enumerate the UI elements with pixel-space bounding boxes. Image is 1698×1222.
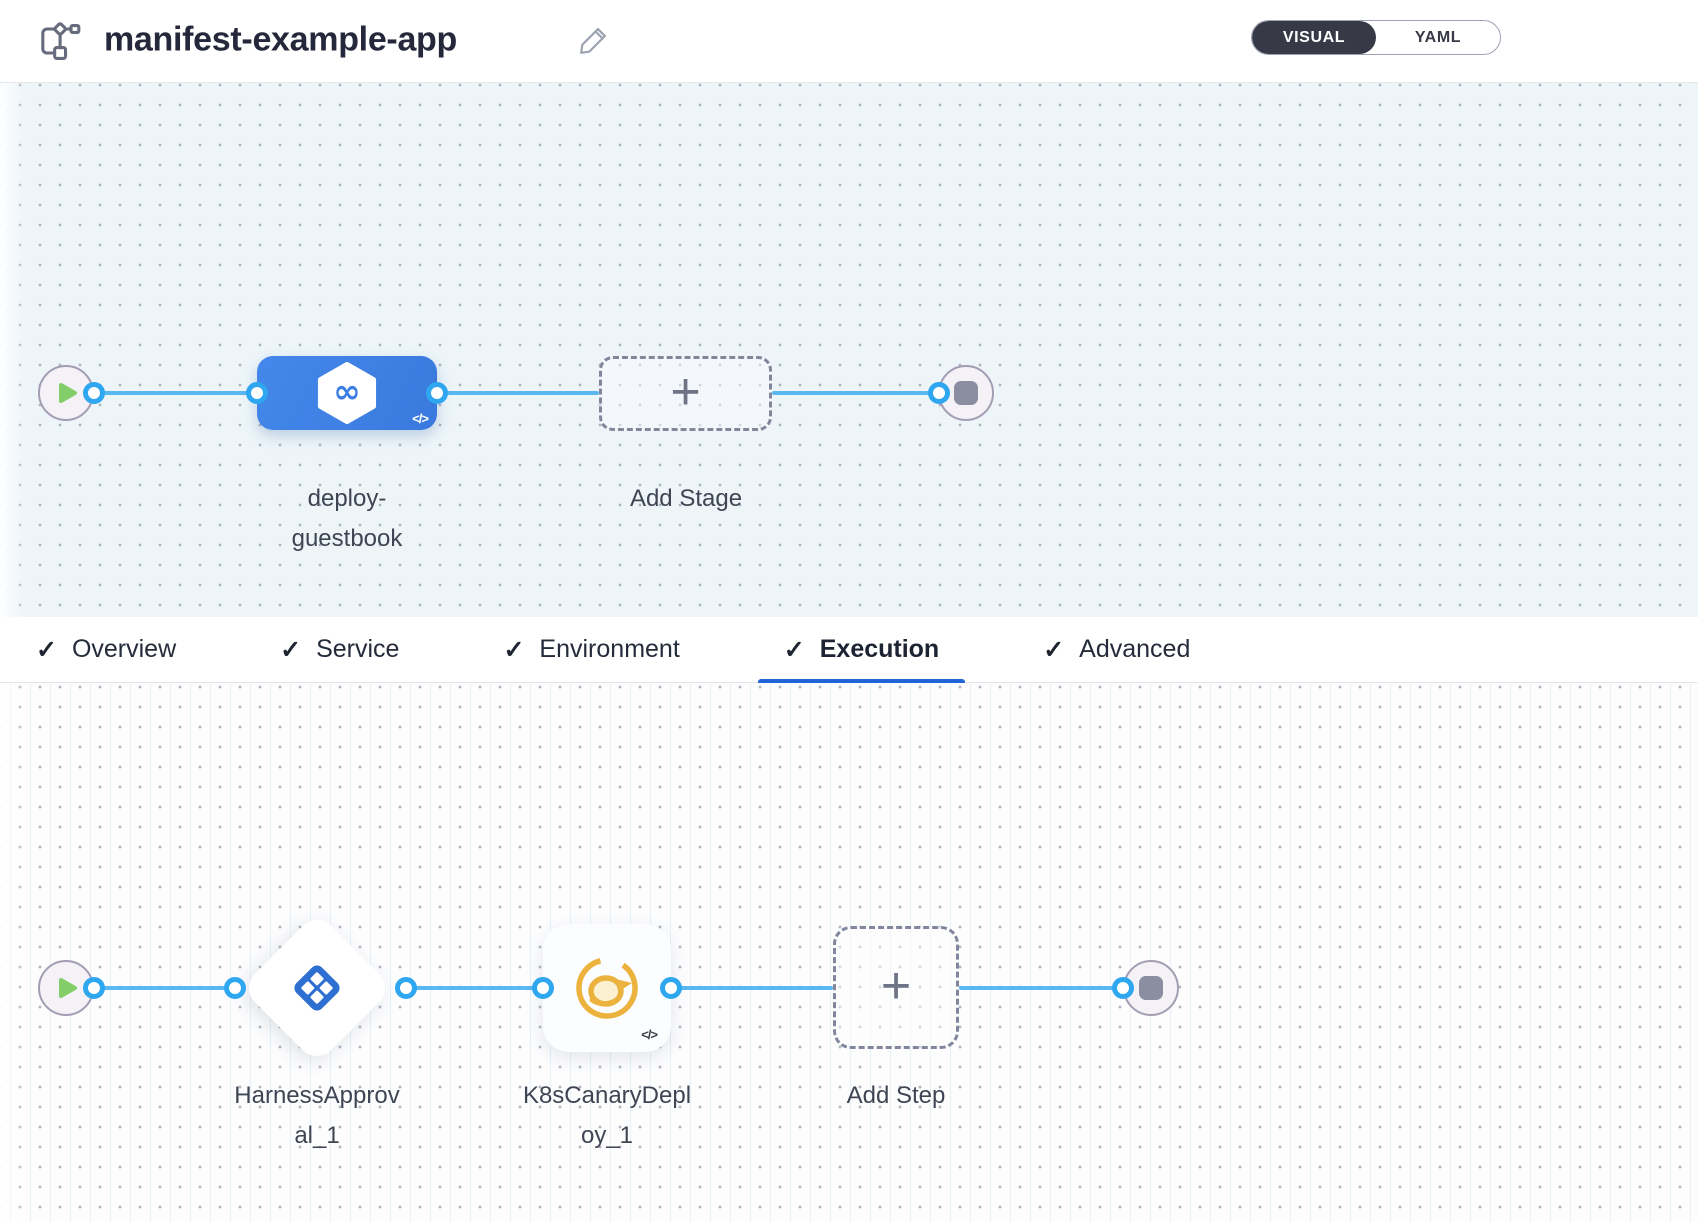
approval-label-line1: HarnessApprov xyxy=(234,1082,400,1109)
tab-advanced-label: Advanced xyxy=(1079,635,1191,663)
connector-dot[interactable] xyxy=(1112,977,1134,999)
connector-dot[interactable] xyxy=(83,382,105,404)
connector-dot[interactable] xyxy=(660,977,682,999)
tab-environment[interactable]: ✓ Environment xyxy=(477,617,705,682)
canary-label-line2: oy_1 xyxy=(580,1122,634,1149)
add-step-label[interactable]: Add Step xyxy=(846,1082,946,1109)
app-header: manifest-example-app VISUAL YAML xyxy=(0,0,1698,83)
tab-advanced[interactable]: ✓ Advanced xyxy=(1017,617,1216,682)
play-icon xyxy=(59,383,77,403)
flow-line xyxy=(94,391,257,395)
add-step-button[interactable]: + xyxy=(833,926,959,1049)
connector-dot[interactable] xyxy=(246,382,268,404)
flow-line xyxy=(772,391,939,395)
step-name-label-approval[interactable]: HarnessApprov al_1 xyxy=(207,1076,427,1156)
yaml-toggle-button[interactable]: YAML xyxy=(1414,28,1462,46)
stage-name-line2: guestbook xyxy=(291,525,403,552)
flow-line xyxy=(437,391,599,395)
tab-execution-label: Execution xyxy=(819,635,940,663)
stage-node-deploy-guestbook[interactable]: ∞ </> xyxy=(257,356,437,430)
pipeline-icon xyxy=(41,22,81,61)
stage-graph-canvas[interactable]: ∞ </> + deploy- guestbook Add Stage xyxy=(0,83,1698,617)
canary-icon xyxy=(576,957,638,1019)
flow-line xyxy=(671,986,833,990)
connector-dot[interactable] xyxy=(928,382,950,404)
connector-dot[interactable] xyxy=(426,382,448,404)
plus-icon: + xyxy=(880,956,912,1015)
flow-line xyxy=(94,986,235,990)
tab-service-label: Service xyxy=(316,635,400,663)
step-name-label-canary[interactable]: K8sCanaryDepl oy_1 xyxy=(497,1076,717,1156)
canary-label-line1: K8sCanaryDepl xyxy=(522,1082,692,1109)
connector-dot[interactable] xyxy=(83,977,105,999)
cd-stage-icon: ∞ xyxy=(317,362,377,424)
pipeline-end-node[interactable] xyxy=(938,365,994,421)
check-icon: ✓ xyxy=(36,635,57,664)
flow-line xyxy=(959,986,1123,990)
plus-icon: + xyxy=(670,362,701,421)
execution-graph-canvas[interactable]: </> + HarnessApprov al_1 K8sCanaryDepl o… xyxy=(0,683,1698,1222)
connector-dot[interactable] xyxy=(395,977,417,999)
connector-dot[interactable] xyxy=(224,977,246,999)
tab-overview-label: Overview xyxy=(71,635,177,663)
check-icon: ✓ xyxy=(783,635,805,664)
stop-icon xyxy=(954,381,978,405)
edit-pencil-icon[interactable] xyxy=(578,24,610,56)
page-title: manifest-example-app xyxy=(104,20,457,59)
check-icon: ✓ xyxy=(1043,635,1065,664)
check-icon: ✓ xyxy=(503,635,525,664)
step-node-harness-approval[interactable] xyxy=(240,911,394,1065)
view-mode-toggle: VISUAL YAML xyxy=(1251,20,1501,55)
step-code-badge[interactable]: </> xyxy=(641,1027,658,1042)
stop-icon xyxy=(1139,976,1163,1000)
play-icon xyxy=(59,978,77,998)
approval-label-line2: al_1 xyxy=(294,1122,340,1149)
flow-line xyxy=(406,986,543,990)
check-icon: ✓ xyxy=(280,635,302,664)
connector-dot[interactable] xyxy=(532,977,554,999)
stage-name-line1: deploy- xyxy=(307,485,387,512)
svg-text:∞: ∞ xyxy=(333,372,360,411)
stage-config-tab-bar: ✓ Overview ✓ Service ✓ Environment ✓ Exe… xyxy=(0,617,1698,683)
step-node-k8s-canary-deploy[interactable]: </> xyxy=(543,924,671,1052)
add-stage-button[interactable]: + xyxy=(599,356,772,431)
tab-execution[interactable]: ✓ Execution xyxy=(757,617,966,683)
stage-code-badge[interactable]: </> xyxy=(412,411,429,426)
visual-toggle-button[interactable]: VISUAL xyxy=(1252,21,1376,54)
tab-overview[interactable]: ✓ Overview xyxy=(36,617,202,682)
add-stage-label[interactable]: Add Stage xyxy=(629,485,743,512)
tab-environment-label: Environment xyxy=(539,635,680,663)
stage-name-label[interactable]: deploy- guestbook xyxy=(237,479,457,559)
tab-service[interactable]: ✓ Service xyxy=(254,617,425,682)
